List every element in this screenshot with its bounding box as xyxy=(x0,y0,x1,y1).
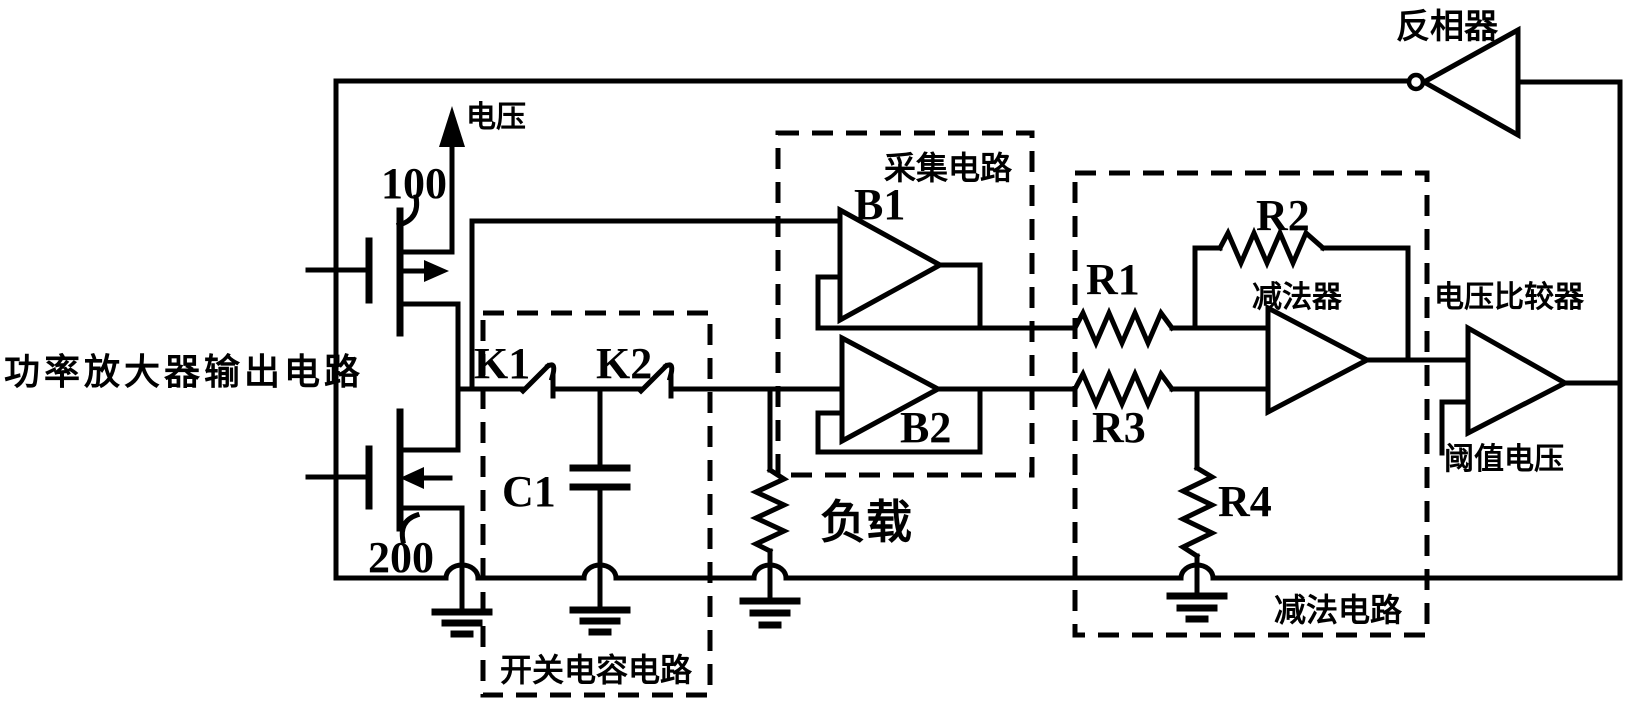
b1-triangle xyxy=(837,205,946,325)
resistor-r2 xyxy=(1192,226,1411,363)
voltage-label: 电压 xyxy=(466,101,526,134)
r2-right-wire xyxy=(1320,245,1411,363)
subtraction-box-outline xyxy=(1072,170,1430,638)
ground-symbol-mosfet200 xyxy=(431,608,493,638)
buffer-b1 xyxy=(815,205,983,331)
ground-symbol-c1 xyxy=(569,606,631,636)
r3-label: R3 xyxy=(1092,403,1146,452)
acquisition-box-label: 采集电路 xyxy=(884,150,1013,186)
threshold-input-wire xyxy=(1439,399,1471,456)
capacitor-c1 xyxy=(569,386,631,613)
ground-symbol-load xyxy=(739,597,801,629)
mosfet-100-arrow-icon xyxy=(424,260,449,282)
load-zigzag xyxy=(750,466,790,555)
top-rail-left-bus-bottom-rail-wire xyxy=(333,78,1623,581)
switched-capacitor-box-label: 开关电容电路 xyxy=(500,652,693,688)
load-label: 负载 xyxy=(820,496,912,548)
mosfet-200-arrow-icon xyxy=(400,467,424,489)
resistor-r3 xyxy=(1071,367,1271,411)
ground-symbol-r4 xyxy=(1166,592,1228,623)
k2-arm xyxy=(637,362,670,395)
inverter-triangle xyxy=(1418,25,1521,140)
mosfet-100-label: 100 xyxy=(381,159,447,208)
mosfet-100 xyxy=(305,194,461,337)
load-resistor xyxy=(750,386,790,604)
b2-feedback-wire xyxy=(815,386,983,455)
acquisition-box-outline xyxy=(775,130,1035,478)
mosfet-200 xyxy=(305,408,465,615)
r4-zigzag xyxy=(1177,464,1218,560)
b1-feedback-wire xyxy=(815,274,843,331)
subtraction-box-label: 减法电路 xyxy=(1274,592,1403,628)
r1-zigzag xyxy=(1071,306,1176,350)
mosfet-200-label: 200 xyxy=(368,533,434,582)
inverter-label: 反相器 xyxy=(1396,8,1499,46)
voltage-arrow-head-icon xyxy=(439,106,465,147)
mosfet-100-leader-arc xyxy=(395,194,420,229)
subtractor-amp xyxy=(1265,303,1471,417)
b2-triangle xyxy=(839,333,944,446)
threshold-voltage-label: 阈值电压 xyxy=(1444,443,1564,476)
subtractor-label: 减法器 xyxy=(1252,281,1343,314)
resistor-r1 xyxy=(1071,306,1271,350)
voltage-comparator-label: 电压比较器 xyxy=(1434,280,1585,314)
switch-k2 xyxy=(550,362,845,399)
inverter-bubble-icon xyxy=(1406,72,1426,92)
voltage-arrow xyxy=(439,106,465,255)
b1-label: B1 xyxy=(854,180,905,229)
b1-output-wire xyxy=(937,262,983,331)
r1-label: R1 xyxy=(1086,255,1140,304)
subtractor-triangle xyxy=(1265,303,1373,417)
k1-label: K1 xyxy=(474,339,530,388)
b1-input-wire xyxy=(469,218,843,392)
right-feedback-wire xyxy=(1515,79,1623,581)
b2-label: B2 xyxy=(900,403,951,452)
r2-zigzag xyxy=(1216,226,1327,270)
mosfet-200-leader-arc xyxy=(399,511,421,544)
voltage-comparator-amp xyxy=(1439,323,1571,456)
switched-capacitor-box-outline xyxy=(480,310,713,698)
power-amp-output-label: 功率放大器输出电路 xyxy=(4,351,364,392)
r2-label: R2 xyxy=(1256,191,1310,240)
k2-label: K2 xyxy=(596,339,652,388)
comparator-triangle xyxy=(1465,323,1571,438)
k1-arm xyxy=(519,362,552,395)
inverter-gate xyxy=(1406,25,1521,140)
resistor-r4 xyxy=(1177,386,1218,599)
r4-label: R4 xyxy=(1218,477,1272,526)
r3-zigzag xyxy=(1071,367,1176,411)
c1-label: C1 xyxy=(502,467,556,516)
buffer-b2 xyxy=(815,333,1078,455)
r2-left-wire xyxy=(1192,245,1223,331)
